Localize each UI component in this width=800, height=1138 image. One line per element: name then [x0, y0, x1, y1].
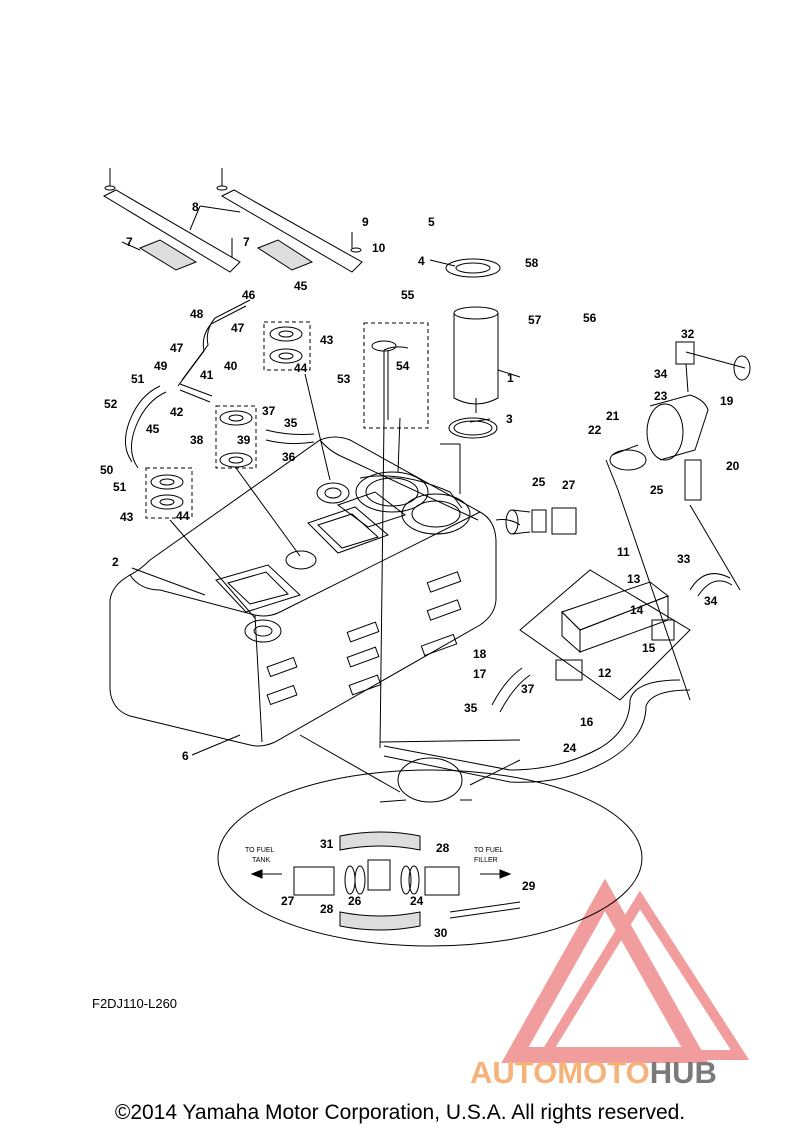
fuel-pump-module	[445, 258, 501, 439]
label-47b: 47	[170, 341, 184, 355]
label-41: 41	[200, 368, 214, 382]
label-35a: 35	[284, 416, 298, 430]
sender-box	[363, 322, 429, 429]
label-55: 55	[401, 288, 415, 302]
label-1: 1	[507, 371, 514, 385]
label-24a: 24	[563, 741, 577, 755]
label-43b: 43	[120, 510, 134, 524]
filler-neck	[609, 341, 751, 501]
label-21: 21	[606, 409, 620, 423]
label-14: 14	[630, 603, 644, 617]
label-7a: 7	[126, 235, 133, 249]
label-26: 26	[348, 894, 362, 908]
diagram-code: F2DJ110-L260	[92, 996, 178, 1011]
inset-right-label-1: TO FUEL	[474, 847, 504, 854]
label-10: 10	[372, 241, 386, 255]
tank-straps	[102, 168, 363, 273]
watermark-text: AUTOMOTOHUB	[470, 1055, 717, 1091]
label-42: 42	[170, 405, 184, 419]
label-45a: 45	[294, 279, 308, 293]
label-5: 5	[428, 215, 435, 229]
label-38: 38	[190, 433, 204, 447]
label-13: 13	[627, 572, 641, 586]
label-34b: 34	[704, 594, 718, 608]
watermark-logo	[501, 878, 750, 1063]
label-16: 16	[580, 715, 594, 729]
label-29: 29	[522, 879, 536, 893]
label-33: 33	[677, 552, 691, 566]
label-32: 32	[681, 327, 695, 341]
fuel-tank	[109, 436, 521, 747]
label-35b: 35	[464, 701, 478, 715]
charcoal-canister	[555, 581, 675, 681]
part-labels: 1 2 3 4 5 6 7 7 8 9 10 11 12 13 14 15 16…	[100, 200, 740, 940]
label-37b: 37	[521, 682, 535, 696]
label-40: 40	[224, 359, 238, 373]
label-7b: 7	[243, 235, 250, 249]
label-56: 56	[583, 311, 597, 325]
label-3: 3	[506, 412, 513, 426]
copyright-notice: ©2014 Yamaha Motor Corporation, U.S.A. A…	[114, 1101, 686, 1124]
label-36: 36	[282, 450, 296, 464]
label-19: 19	[720, 394, 734, 408]
label-46: 46	[242, 288, 256, 302]
label-18: 18	[473, 647, 487, 661]
label-25a: 25	[532, 475, 546, 489]
filler-hose-24	[383, 679, 681, 771]
label-8: 8	[192, 200, 199, 214]
label-50: 50	[100, 463, 114, 477]
label-51a: 51	[131, 372, 145, 386]
label-17: 17	[473, 667, 487, 681]
label-49: 49	[154, 359, 168, 373]
label-28a: 28	[436, 841, 450, 855]
label-4: 4	[418, 254, 425, 268]
label-58: 58	[525, 256, 539, 270]
label-57: 57	[528, 313, 542, 327]
label-25b: 25	[650, 483, 664, 497]
inset-left-label-2: TANK	[252, 857, 270, 864]
label-27b: 27	[281, 894, 295, 908]
label-6: 6	[182, 749, 189, 763]
label-9: 9	[362, 215, 369, 229]
label-2: 2	[112, 555, 119, 569]
label-44a: 44	[294, 361, 308, 375]
inset-left-label-1: TO FUEL	[245, 847, 275, 854]
label-20: 20	[726, 459, 740, 473]
label-39: 39	[237, 433, 251, 447]
vent-hose-52	[125, 385, 161, 463]
detail-callout	[217, 769, 643, 947]
label-34a: 34	[654, 367, 668, 381]
label-44b: 44	[176, 509, 190, 523]
watermark-part1: AUTOMOTO	[470, 1055, 650, 1090]
vent-hose-48	[181, 299, 251, 381]
label-37a: 37	[262, 404, 276, 418]
label-30: 30	[434, 926, 448, 940]
inset-right-label-2: FILLER	[474, 857, 498, 864]
label-51b: 51	[113, 480, 127, 494]
label-43a: 43	[320, 333, 334, 347]
label-48: 48	[190, 307, 204, 321]
label-52: 52	[104, 397, 118, 411]
label-54: 54	[396, 359, 410, 373]
watermark-part2: HUB	[649, 1055, 717, 1090]
label-45b: 45	[146, 422, 160, 436]
label-27a: 27	[562, 478, 576, 492]
label-47a: 47	[231, 321, 245, 335]
label-24b: 24	[410, 894, 424, 908]
label-28b: 28	[320, 902, 334, 916]
label-31: 31	[320, 837, 334, 851]
label-12: 12	[598, 666, 612, 680]
label-15: 15	[642, 641, 656, 655]
label-11: 11	[617, 545, 630, 559]
label-22: 22	[588, 423, 602, 437]
label-23: 23	[654, 389, 668, 403]
label-53: 53	[337, 372, 351, 386]
